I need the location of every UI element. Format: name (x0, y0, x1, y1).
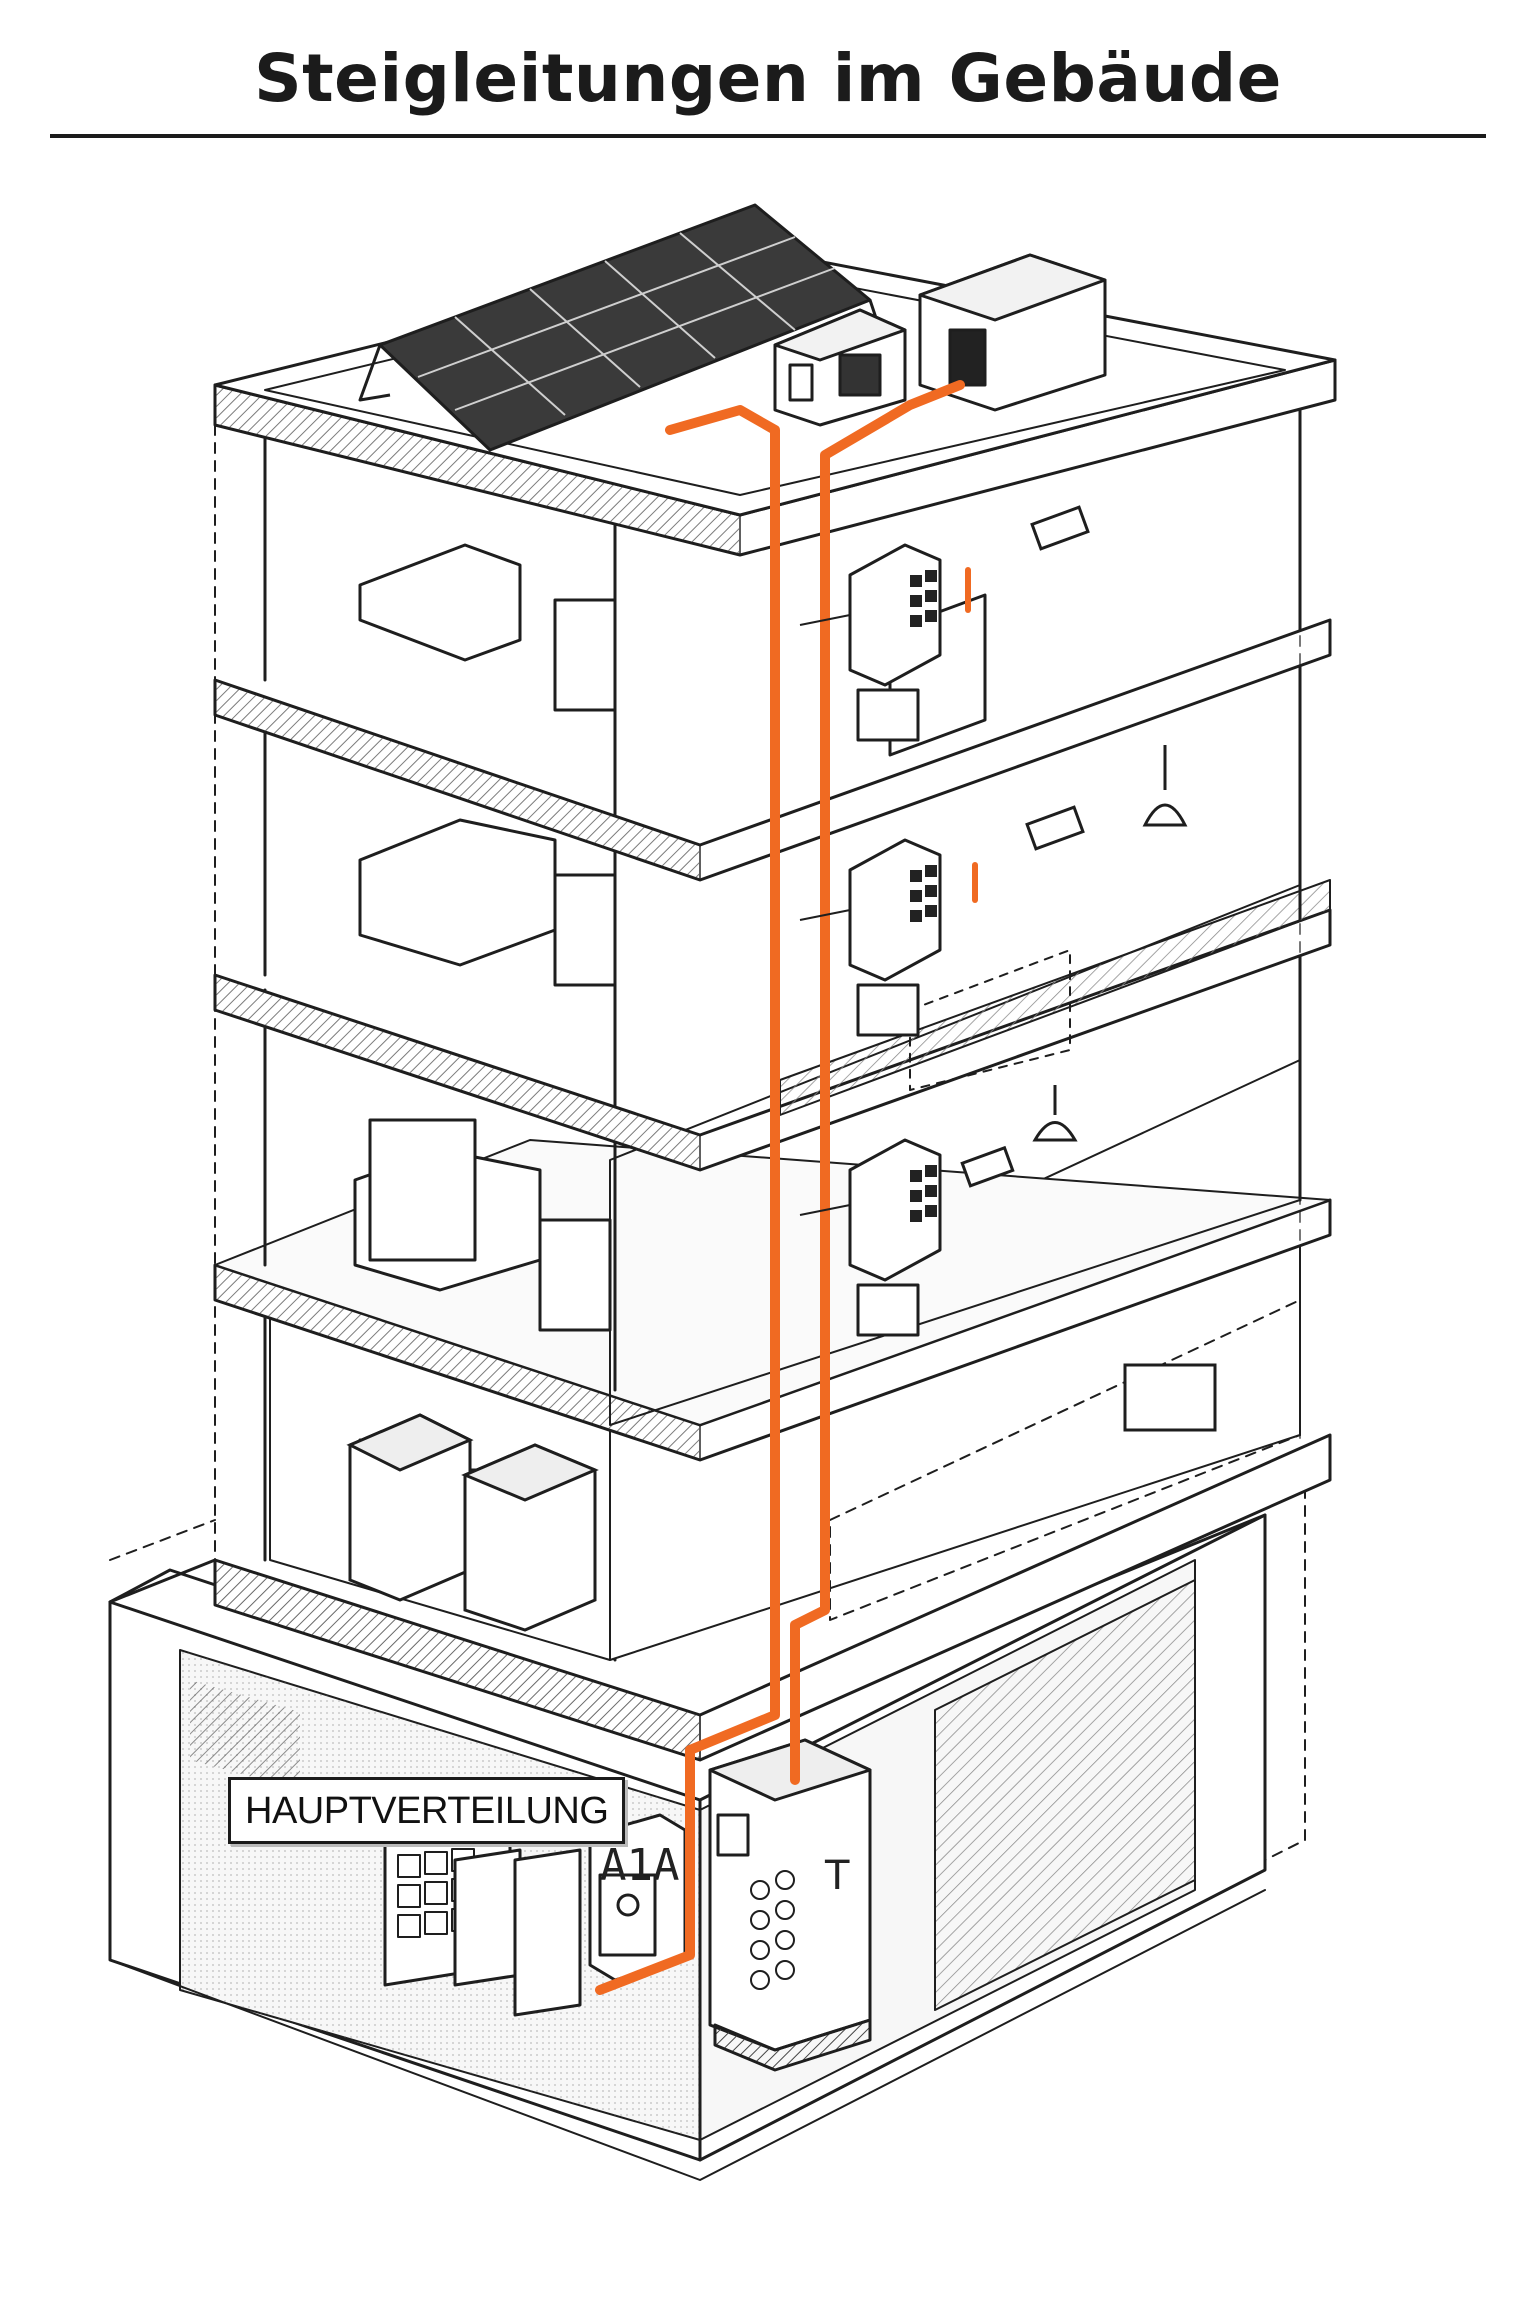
floor-distribution-board-icon (848, 838, 942, 1037)
riser-left (595, 405, 780, 1995)
ceiling-lamp-icon (1032, 1085, 1078, 1142)
title-divider (50, 134, 1486, 138)
riser-lines (595, 380, 978, 1995)
main-distribution-board-icon (383, 1823, 582, 2017)
storage-tank-icon (346, 1413, 599, 1632)
riser-right (790, 380, 965, 1785)
wall-socket-icon (960, 1145, 1015, 1188)
junction-box-icon (1123, 1363, 1217, 1432)
inverter-box-icon (773, 308, 907, 427)
roof-unit-icon (918, 253, 1107, 412)
main-distribution-label: HAUPTVERTEILUNG (228, 1777, 626, 1844)
main-cabinet-icon (708, 1738, 872, 2072)
wall-socket-icon (1025, 805, 1085, 851)
meter-display-text: A1A (600, 1840, 680, 1891)
solar-panel-array-icon (358, 203, 882, 452)
cabinet-mark: T (825, 1853, 850, 1899)
floor-distribution-board-icon (848, 543, 942, 742)
ceiling-lamp-icon (1142, 745, 1188, 827)
page-title: Steigleitungen im Gebäude (254, 40, 1282, 117)
floor-distribution-board-icon (848, 1138, 942, 1337)
ground-slab (108, 1433, 1332, 1762)
wall-socket-icon (1030, 505, 1090, 551)
floor-3 (263, 558, 1302, 1091)
